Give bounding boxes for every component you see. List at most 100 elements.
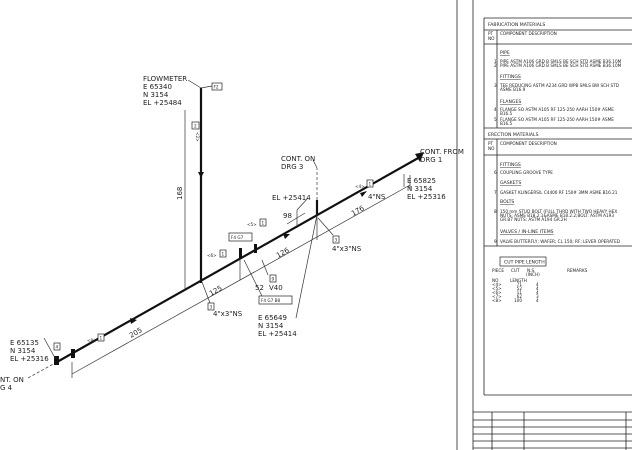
section-pipe: PIPE [500, 50, 510, 56]
section-valves: VALVES / IN-LINE ITEMS [500, 229, 554, 235]
row-ns: 4 [536, 290, 539, 295]
left-end-el: EL +25316 [10, 355, 49, 363]
header-inch: (INCH) [526, 272, 540, 277]
title-block [473, 411, 632, 450]
flowmeter-el: EL +25484 [143, 99, 182, 107]
row-length: 71 [517, 282, 523, 287]
dimension-52: 52 [255, 284, 264, 292]
flange [71, 349, 75, 358]
cut-pipe-title: CUT PIPE LENGTH [504, 260, 545, 266]
tag-box [191, 121, 200, 130]
tag-box [259, 218, 267, 227]
row-ns: 4 [536, 286, 539, 291]
pt-header: PT [488, 141, 494, 146]
cont-from-drg1-line2: DRG 1 [420, 156, 442, 164]
piece-4-tag: 1 [369, 182, 372, 187]
leader [243, 259, 263, 297]
leader [43, 337, 56, 359]
section-fittings: FITTINGS [500, 74, 521, 80]
description-header: COMPONENT DESCRIPTION [500, 31, 557, 36]
pt-1: 1 [494, 59, 497, 64]
erection-title: ERECTION MATERIALS [488, 132, 539, 138]
row-piece: <7> [492, 294, 502, 299]
cont-on-drg3-line1: CONT. ON [281, 155, 315, 163]
header-piece: PIECE [492, 268, 504, 273]
desc-9: VALVE BUTTERFLY; WAFER; CL 150; RF; LEVE… [500, 239, 620, 244]
tee-mid-e: E 65649 [258, 314, 287, 322]
tag-box [332, 235, 340, 244]
desc-5b: B16.5 [500, 121, 513, 126]
header-remarks: REMARKS [567, 268, 588, 273]
dimension-126: 126 [275, 246, 291, 260]
desc-8c: GR.B7 NUTS: ASTM A194 GR.2H [500, 217, 567, 222]
dimension-98-label: 98 [283, 212, 292, 220]
tag-box [211, 82, 223, 91]
fabrication-title: FABRICATION MATERIALS [488, 22, 545, 28]
flowmeter-n: N 3154 [143, 91, 169, 99]
flowmeter-tag: F2 [214, 85, 219, 90]
desc-8: 150 mm STUD BOLT (FULL THRD WITH TWO HEA… [500, 209, 617, 214]
pt-5: 5 [494, 117, 497, 122]
riser-length: 168 [176, 187, 184, 200]
cont-on-drg4-line1: NT. ON [0, 376, 24, 384]
no-header: NO [488, 146, 495, 151]
dimension-125: 125 [208, 284, 224, 297]
tee-mid-n: N 3154 [258, 322, 284, 330]
row-piece: <5> [492, 286, 502, 291]
piece-8-tag: 1 [100, 336, 103, 341]
flow-arrow [198, 172, 204, 178]
leader [261, 259, 269, 276]
desc-1: PIPE ASTM A106 GRD B SMLS BE SCH STD ASM… [500, 59, 622, 64]
left-end-n: N 3154 [10, 347, 36, 355]
section-bolts: BOLTS [500, 199, 514, 205]
pt-7: 7 [494, 190, 497, 195]
row-piece: <6> [492, 290, 502, 295]
pt-9: 9 [494, 239, 497, 244]
header-length: LENGTH [510, 278, 527, 283]
flange-gasket-tag: F4 G7 [231, 235, 244, 240]
row-piece: <4> [492, 282, 502, 287]
header-no: NO [492, 278, 499, 283]
leader [295, 214, 318, 319]
right-end-el: EL +25316 [407, 193, 446, 201]
cont-on-drg4-line2: G 4 [0, 384, 13, 392]
pt-6: 6 [494, 170, 497, 175]
riser-piece: <2> [195, 132, 200, 142]
tee1-tag: 3 [210, 305, 213, 310]
tag-box [97, 333, 105, 342]
section-fittings: FITTINGS [500, 162, 521, 168]
no-header: NO [488, 36, 495, 41]
dimension-176: 176 [350, 204, 366, 218]
tag-box [228, 232, 253, 242]
leader [312, 159, 318, 169]
riser-tag: 2 [194, 124, 197, 129]
tag-box [366, 179, 374, 188]
desc-6: COUPLING GROOVE TYPE [500, 170, 553, 175]
desc-5: FLANGE SO ASTM A105 RF 125-250 AARH 150#… [500, 117, 614, 122]
leader [317, 217, 334, 236]
pt-4: 4 [494, 107, 497, 112]
desc-3b: ASME B16.9 [500, 87, 526, 92]
dimension-205: 205 [128, 326, 144, 339]
header-cut: CUT [511, 268, 520, 273]
right-end-n: N 3154 [407, 185, 433, 193]
desc-4: FLANGE SO ASTM A105 RF 125-250 AARH 150#… [500, 107, 614, 112]
cut-pipe-rows: <4> 71 4 <5> 52 4 <6> 11 4 <7> 62 3 <8> … [492, 282, 539, 303]
dimension-line [71, 184, 411, 375]
left-end-e: E 65135 [10, 339, 39, 347]
header-ns: N.S. [527, 268, 535, 273]
tee-mid-el: EL +25414 [258, 330, 297, 338]
piece-5-label: <5> [247, 222, 257, 227]
leader [200, 85, 213, 89]
tag-box [219, 249, 227, 258]
flow-arrow [130, 318, 137, 324]
leader [296, 197, 309, 211]
flow-arrow [360, 191, 367, 197]
flowmeter-title: FLOWMETER [143, 75, 187, 83]
row-piece: <8> [492, 298, 502, 303]
tag-box [53, 342, 61, 351]
piece-6-label: <6> [207, 253, 217, 258]
desc-8b: NUTS; ASME B18.2.1&ASME B18.2.2;BOLT: AS… [500, 213, 614, 218]
piece-8-label: <8> [87, 338, 97, 343]
